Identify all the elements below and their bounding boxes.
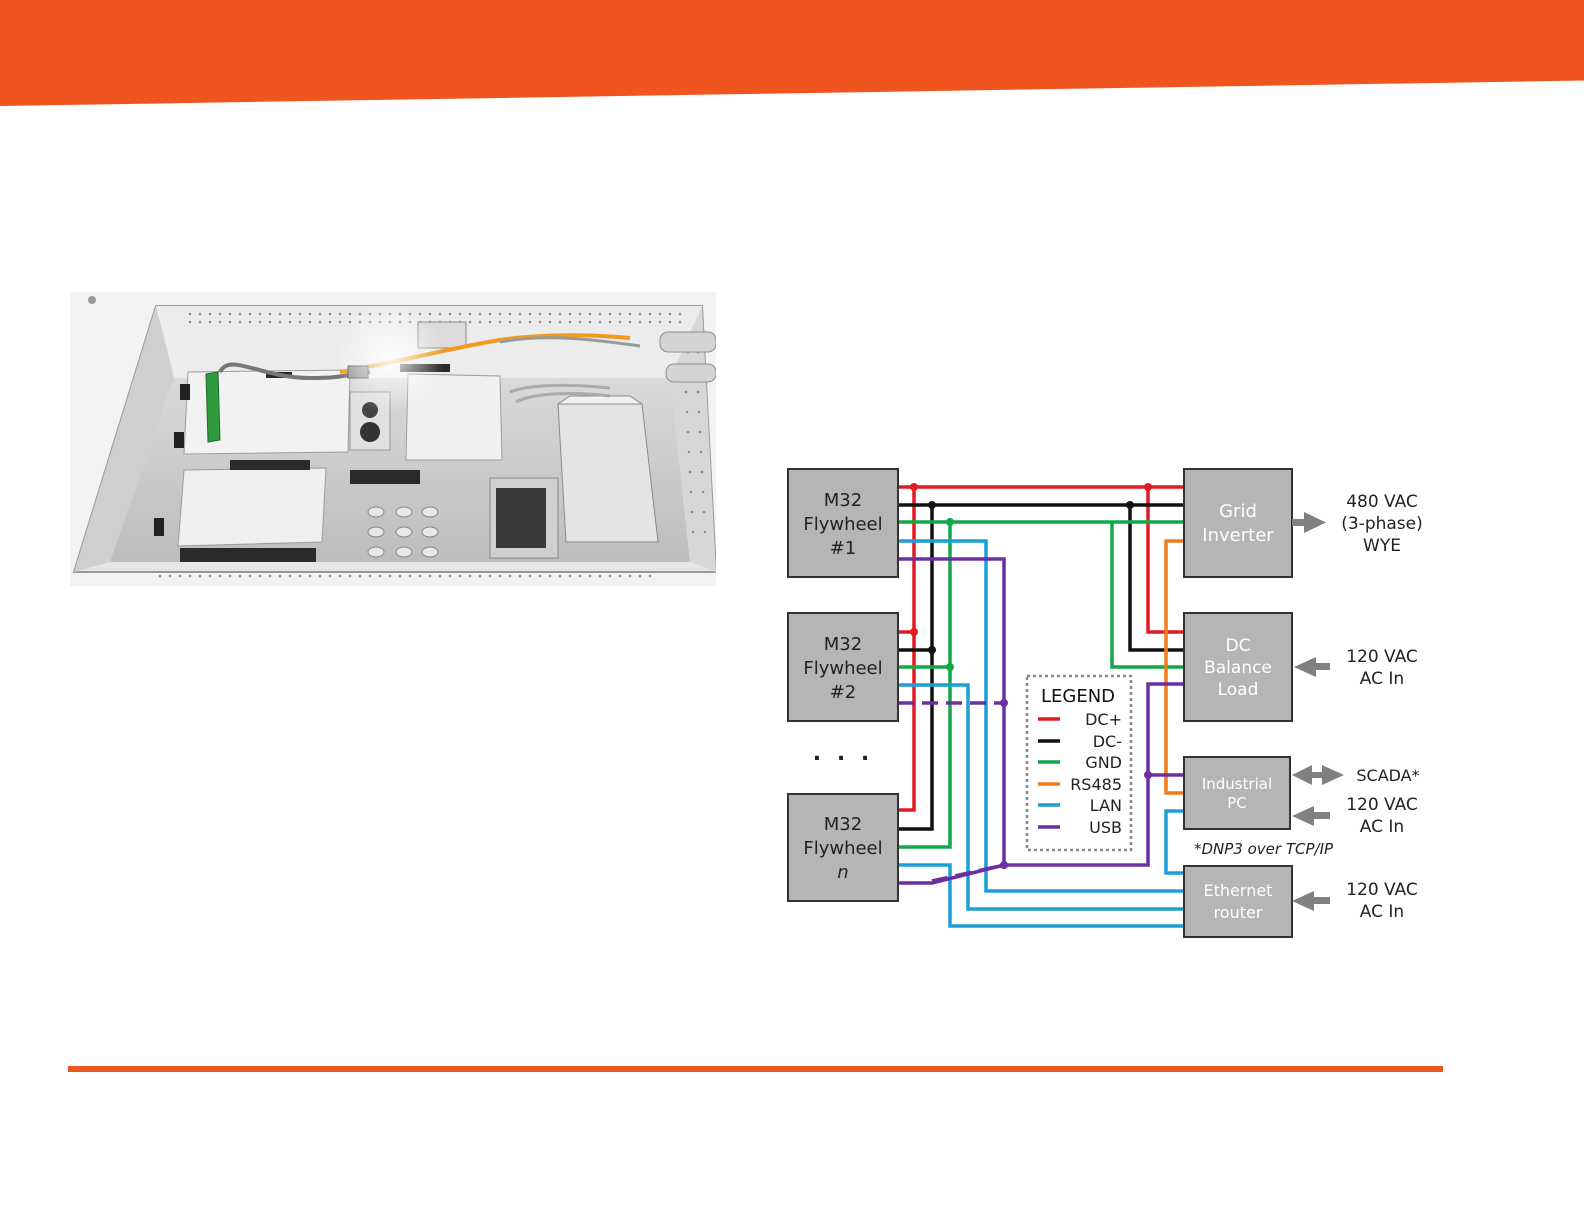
arrow-right-icon: [1322, 765, 1344, 785]
inverter-out-line1: 480 VAC: [1346, 492, 1418, 512]
legend-label: RS485: [1070, 775, 1122, 794]
enclosure-photo: [70, 292, 716, 586]
flywheel-2-line3: #2: [830, 682, 857, 703]
arrow-right-icon: [1304, 512, 1326, 533]
arrow-left-icon: [1294, 657, 1316, 677]
legend: LEGEND DC+ DC- GND RS485 LAN USB: [1027, 676, 1131, 850]
flywheel-n-line2: Flywheel: [803, 838, 882, 859]
flywheel-1-line3: #1: [830, 538, 857, 559]
grid-inverter-line2: Inverter: [1202, 525, 1274, 546]
legend-label: DC-: [1093, 732, 1122, 751]
legend-label: GND: [1085, 753, 1122, 772]
industrial-pc-line2: PC: [1227, 794, 1247, 812]
dc-balance-line1: DC: [1226, 636, 1251, 656]
footnote: *DNP3 over TCP/IP: [1194, 840, 1334, 858]
flywheel-2-box: M32 Flywheel #2: [788, 613, 898, 721]
arrow-left-icon: [1292, 891, 1314, 911]
flywheel-n-line1: M32: [824, 814, 862, 835]
dc-balance-line2: Balance: [1204, 658, 1272, 678]
dc-balance-in-line2: AC In: [1360, 669, 1404, 689]
grid-inverter-line1: Grid: [1219, 501, 1257, 522]
header-bar: [0, 0, 1584, 106]
arrow-left-icon: [1292, 765, 1312, 785]
inverter-out-line2: (3-phase): [1341, 514, 1423, 534]
inverter-out-line3: WYE: [1363, 536, 1401, 556]
ethernet-router-box: Ethernet router: [1184, 866, 1292, 937]
industrial-pc-box: Industrial PC: [1184, 757, 1290, 829]
wiring-diagram: M32 Flywheel #1 M32 Flywheel #2 . . . M3…: [780, 460, 1460, 960]
grid-inverter-box: Grid Inverter: [1184, 469, 1292, 577]
flywheel-n-line3: n: [837, 862, 848, 883]
scada-label: SCADA*: [1356, 766, 1419, 785]
industrial-pc-line1: Industrial: [1202, 775, 1272, 793]
flywheel-1-line2: Flywheel: [803, 514, 882, 535]
ethernet-router-line1: Ethernet: [1204, 881, 1273, 900]
flywheel-2-line2: Flywheel: [803, 658, 882, 679]
legend-label: LAN: [1090, 796, 1122, 815]
footer-rule: [68, 1066, 1443, 1072]
flywheel-1-line1: M32: [824, 490, 862, 511]
dc-balance-in-line1: 120 VAC: [1346, 647, 1418, 667]
dc-balance-box: DC Balance Load: [1184, 613, 1292, 721]
pc-in-line2: AC In: [1360, 817, 1404, 837]
router-in-line2: AC In: [1360, 902, 1404, 922]
pc-in-line1: 120 VAC: [1346, 795, 1418, 815]
router-in-line1: 120 VAC: [1346, 880, 1418, 900]
flywheel-ellipsis: . . .: [813, 741, 873, 766]
dc-balance-line3: Load: [1218, 680, 1259, 700]
ethernet-router-line2: router: [1214, 903, 1263, 922]
legend-label: DC+: [1085, 710, 1122, 729]
flywheel-1-box: M32 Flywheel #1: [788, 469, 898, 577]
arrow-left-icon: [1292, 806, 1314, 826]
legend-title: LEGEND: [1041, 686, 1115, 707]
flywheel-n-box: M32 Flywheel n: [788, 794, 898, 901]
flywheel-2-line1: M32: [824, 634, 862, 655]
legend-label: USB: [1089, 818, 1122, 837]
